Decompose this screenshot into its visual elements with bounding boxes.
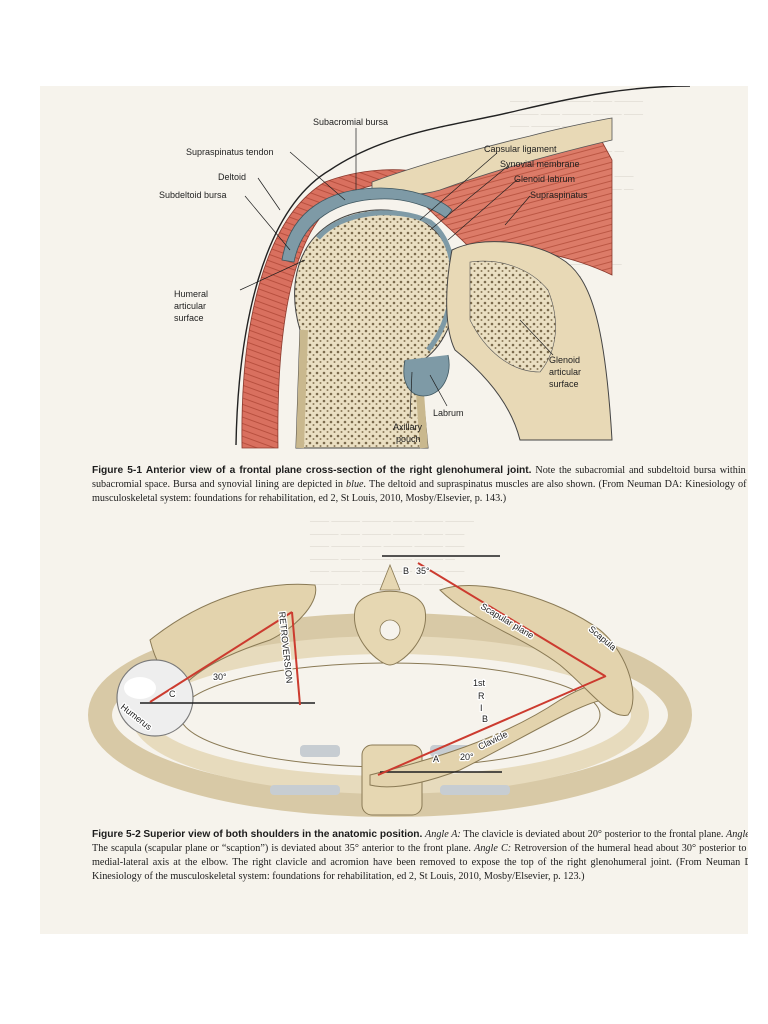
label-subacromial-bursa: Subacromial bursa bbox=[313, 117, 388, 127]
figure-5-2-angle-c-text: Retroversion of the humeral head about 3… bbox=[92, 843, 748, 882]
costal-cartilage-right-2 bbox=[440, 785, 510, 795]
figure-5-1-italic: blue. bbox=[346, 479, 367, 490]
figure-5-2-angle-c-label: Angle C: bbox=[474, 843, 512, 854]
label-glenoid-3: surface bbox=[549, 379, 579, 389]
label-angle-c-letter: C bbox=[169, 689, 176, 699]
figure-5-2-illustration: B 35° Scapular plane Scapula RETROVERSIO… bbox=[88, 555, 692, 817]
humeral-head-highlight bbox=[124, 677, 156, 699]
retroversion-axis-line bbox=[291, 611, 301, 706]
label-angle-b-value: 35° bbox=[416, 566, 430, 576]
axillary-pouch-shape bbox=[403, 354, 450, 397]
figure-5-1-title: Anterior view of a frontal plane cross-s… bbox=[145, 465, 532, 476]
figure-5-2-angle-b-label: Angle B: bbox=[726, 829, 748, 840]
label-rib-r: R bbox=[478, 691, 485, 701]
label-angle-a-letter: A bbox=[433, 754, 439, 764]
figure-5-1-illustration: Subacromial bursa Supraspinatus tendon D… bbox=[159, 86, 691, 449]
label-humeral-1: Humeral bbox=[174, 289, 208, 299]
acromion-bone bbox=[371, 117, 613, 196]
label-first-rib: 1st bbox=[473, 678, 486, 688]
label-supraspinatus-tendon: Supraspinatus tendon bbox=[186, 147, 274, 157]
skin-contour bbox=[235, 86, 691, 446]
figure-5-2-title: Superior view of both shoulders in the a… bbox=[143, 829, 423, 840]
label-axillary-1: Axillary bbox=[393, 422, 423, 432]
label-angle-30: 30° bbox=[213, 672, 227, 682]
articular-cartilage bbox=[316, 210, 456, 352]
figure-5-2-angle-a-text: The clavicle is deviated about 20° poste… bbox=[463, 829, 724, 840]
book-page: —— ——— ——— —— —————— —— ——— ——— ———— ———… bbox=[40, 86, 748, 934]
label-rib-b: B bbox=[482, 714, 488, 724]
figure-5-2-caption: Figure 5-2 Superior view of both shoulde… bbox=[92, 828, 748, 884]
label-humeral-2: articular bbox=[174, 301, 206, 311]
label-deltoid: Deltoid bbox=[218, 172, 246, 182]
label-angle-20: 20° bbox=[460, 752, 474, 762]
label-glenoid-labrum: Glenoid labrum bbox=[514, 174, 575, 184]
figure-5-2-angle-a-label: Angle A: bbox=[425, 829, 461, 840]
figure-5-1-caption: Figure 5-1 Anterior view of a frontal pl… bbox=[92, 464, 748, 506]
vertebral-foramen bbox=[379, 619, 401, 641]
scapular-plane-line bbox=[417, 562, 606, 677]
label-angle-b-letter: B bbox=[403, 566, 409, 576]
figure-5-2-number: Figure 5-2 bbox=[92, 829, 141, 840]
label-synovial-membrane: Synovial membrane bbox=[500, 159, 580, 169]
figure-5-1-text-b: The deltoid and supraspinatus muscles ar… bbox=[92, 479, 748, 504]
label-glenoid-1: Glenoid bbox=[549, 355, 580, 365]
label-rib-i: I bbox=[480, 703, 483, 713]
label-humeral-3: surface bbox=[174, 313, 204, 323]
spinous-process bbox=[379, 563, 401, 591]
figure-5-1-number: Figure 5-1 bbox=[92, 465, 142, 476]
figure-5-2-angle-b-text: The scapula (scapular plane or “scaption… bbox=[92, 843, 471, 854]
label-axillary-2: pouch bbox=[396, 434, 421, 444]
costal-cartilage-left-2 bbox=[270, 785, 340, 795]
humeral-head-axis-line bbox=[149, 611, 293, 703]
label-subdeltoid-bursa: Subdeltoid bursa bbox=[159, 190, 227, 200]
clavicle-axis-line bbox=[377, 675, 607, 776]
costal-cartilage-left bbox=[300, 745, 340, 757]
humeral-cortex-left bbox=[296, 329, 308, 449]
label-capsular-ligament: Capsular ligament bbox=[484, 144, 557, 154]
glenoid-trabecular bbox=[469, 260, 556, 373]
label-glenoid-2: articular bbox=[549, 367, 581, 377]
figure-5-1-text-a: Note the subacromial and subdeltoid burs… bbox=[92, 465, 748, 490]
scapula-right bbox=[439, 585, 634, 716]
label-supraspinatus: Supraspinatus bbox=[530, 190, 588, 200]
label-labrum: Labrum bbox=[433, 408, 464, 418]
